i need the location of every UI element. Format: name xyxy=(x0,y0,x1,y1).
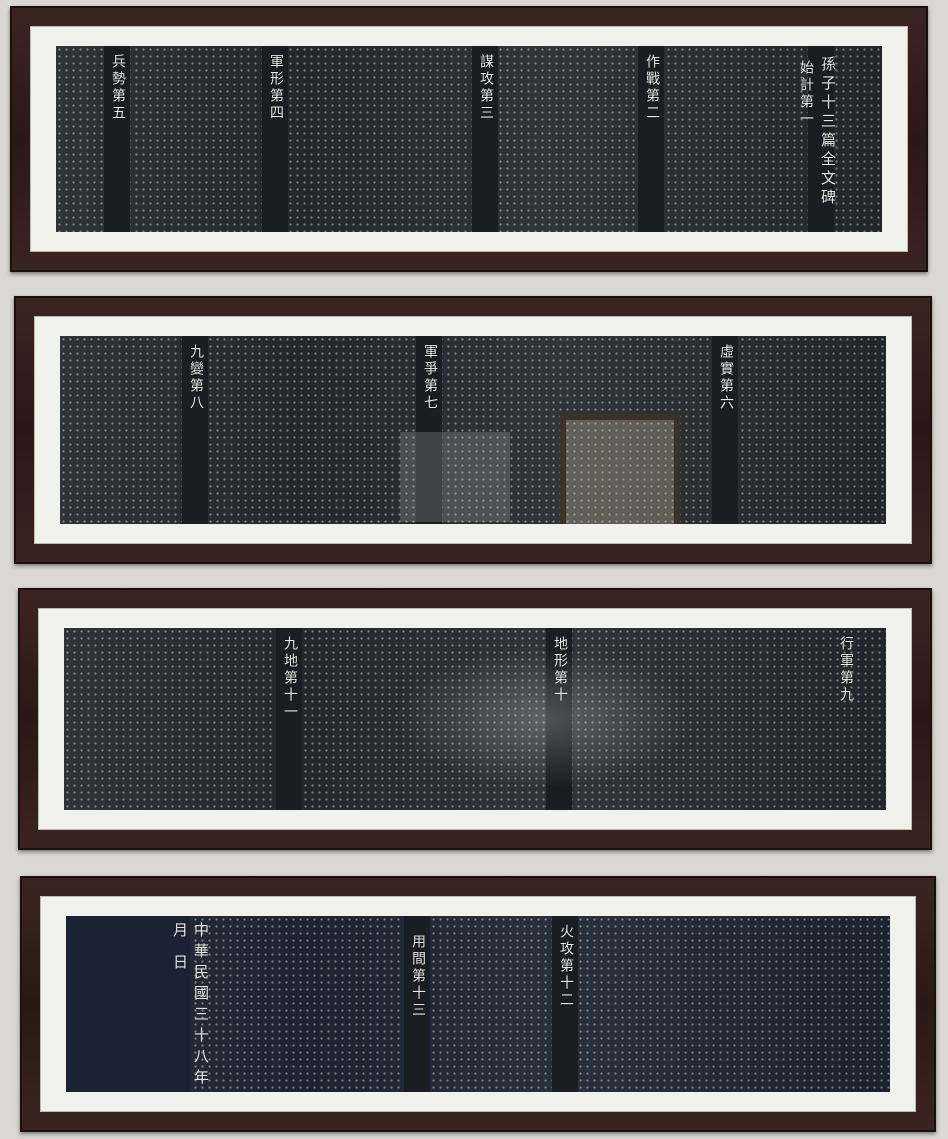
section-title-10: 地形第十 xyxy=(552,636,568,704)
mat-2: 虛實第六 軍爭第七 九變第八 xyxy=(34,316,912,544)
rubbing-panel-4: 火攻第十二 用間第十三 中華民國三十八年 月 日 xyxy=(66,916,890,1092)
section-band xyxy=(262,46,288,232)
section-band xyxy=(546,628,572,810)
rubbing-panel-1: 孫子十三篇全文碑 始計第一 作戰第二 謀攻第三 軍形第四 兵勢第五 xyxy=(56,46,882,232)
section-band xyxy=(808,46,834,232)
colophon-date: 中華民國三十八年 月 日 xyxy=(171,922,210,1090)
frame-3: 行軍第九 地形第十 九地第十一 xyxy=(18,588,932,850)
section-title-7: 軍爭第七 xyxy=(422,344,438,412)
section-title-4: 軍形第四 xyxy=(268,54,284,122)
section-band xyxy=(552,916,578,1092)
frame-1: 孫子十三篇全文碑 始計第一 作戰第二 謀攻第三 軍形第四 兵勢第五 xyxy=(10,6,928,272)
frame-4: 火攻第十二 用間第十三 中華民國三十八年 月 日 xyxy=(20,876,936,1132)
section-band xyxy=(182,336,208,524)
section-title-2: 作戰第二 xyxy=(644,54,660,122)
mat-3: 行軍第九 地形第十 九地第十一 xyxy=(38,608,912,830)
section-band xyxy=(416,336,442,524)
section-title-6: 虛實第六 xyxy=(718,344,734,412)
mat-1: 孫子十三篇全文碑 始計第一 作戰第二 謀攻第三 軍形第四 兵勢第五 xyxy=(30,26,908,252)
section-title-13: 用間第十三 xyxy=(410,934,426,1019)
section-band xyxy=(404,916,430,1092)
colophon-band xyxy=(66,916,190,1092)
section-title-11: 九地第十一 xyxy=(282,636,298,721)
section-band xyxy=(276,628,302,810)
glass-reflection xyxy=(394,648,694,788)
stele-main-title: 孫子十三篇全文碑 xyxy=(819,56,837,208)
rubbing-panel-3: 行軍第九 地形第十 九地第十一 xyxy=(64,628,886,810)
glass-reflection xyxy=(560,414,680,524)
mat-4: 火攻第十二 用間第十三 中華民國三十八年 月 日 xyxy=(40,896,916,1112)
section-band xyxy=(712,336,738,524)
section-title-12: 火攻第十二 xyxy=(558,924,574,1009)
section-title-9: 行軍第九 xyxy=(838,636,854,704)
section-title-8: 九變第八 xyxy=(188,344,204,412)
section-band xyxy=(638,46,664,232)
section-band xyxy=(104,46,130,232)
section-title-5: 兵勢第五 xyxy=(110,54,126,122)
section-title-1: 始計第一 xyxy=(798,60,814,128)
frame-2: 虛實第六 軍爭第七 九變第八 xyxy=(14,296,932,564)
rubbing-panel-2: 虛實第六 軍爭第七 九變第八 xyxy=(60,336,886,524)
section-title-3: 謀攻第三 xyxy=(478,54,494,122)
section-band xyxy=(472,46,498,232)
